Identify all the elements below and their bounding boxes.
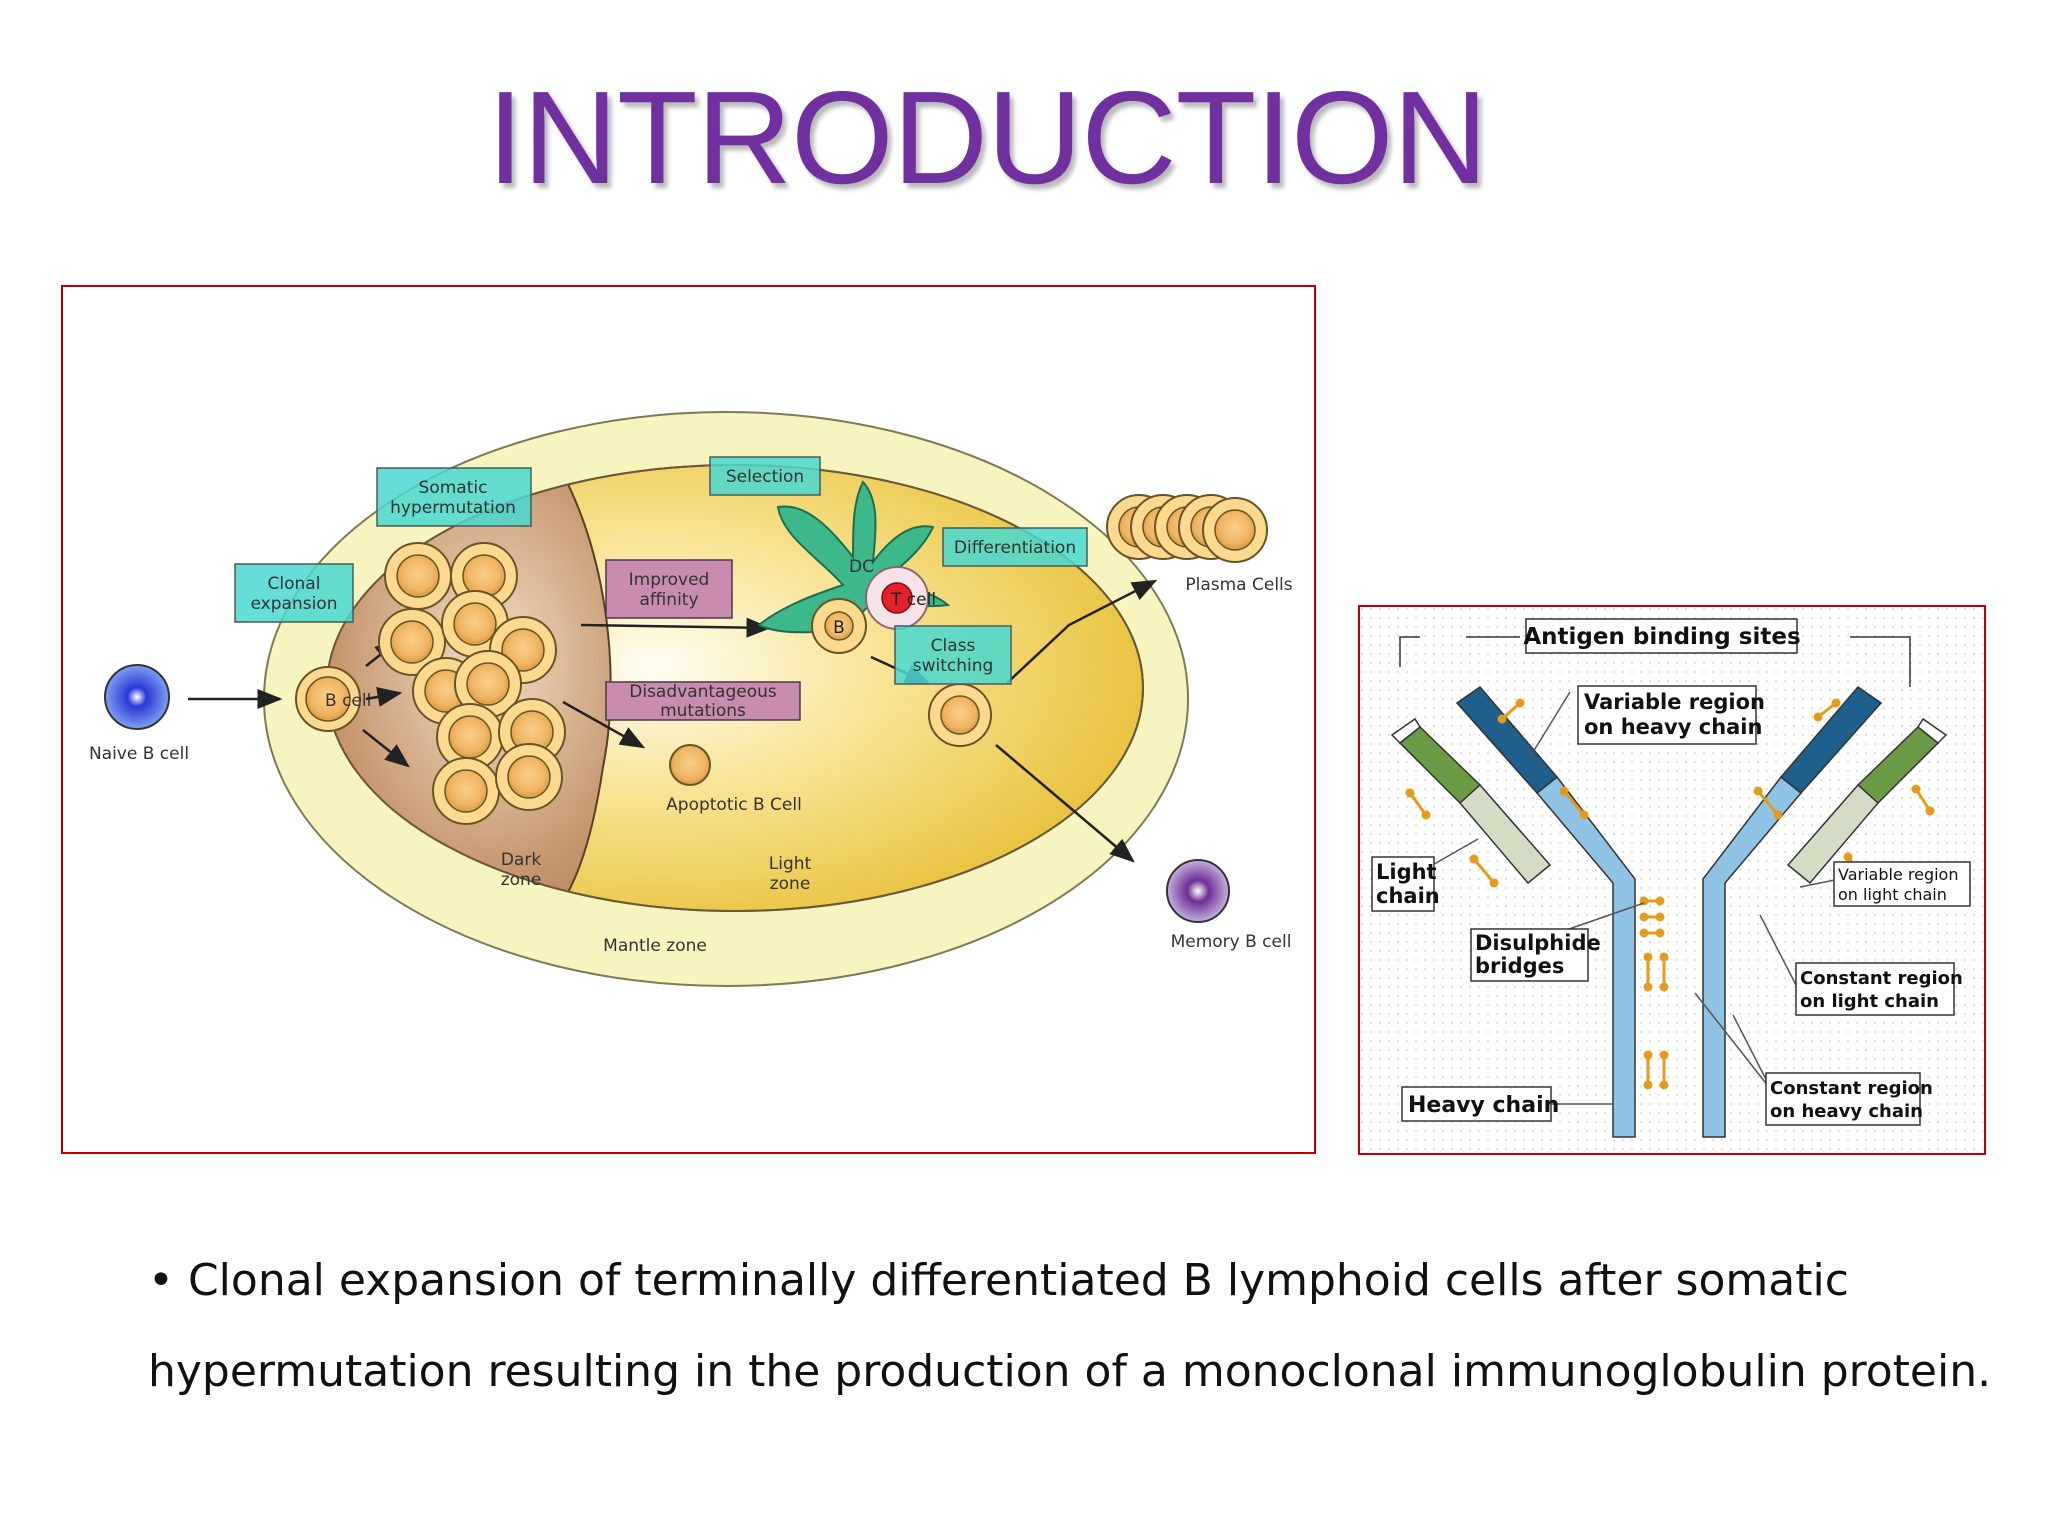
- bullet-text-1: Clonal expansion of terminally different…: [187, 1255, 1849, 1306]
- clonal-expansion-box: Clonal expansion: [234, 563, 354, 623]
- light-chain-right: [1786, 717, 1948, 885]
- svg-text:Light: Light: [1376, 860, 1437, 884]
- dc-label: DC: [849, 557, 874, 577]
- selection-box: Selection: [709, 456, 821, 496]
- svg-text:affinity: affinity: [639, 590, 698, 610]
- svg-text:mutations: mutations: [660, 701, 746, 721]
- svg-text:Heavy chain: Heavy chain: [1408, 1093, 1559, 1118]
- light-chain-left: [1390, 717, 1552, 885]
- svg-text:switching: switching: [913, 656, 994, 676]
- plasma-cells-icon: [1106, 494, 1268, 563]
- svg-text:Constant region: Constant region: [1770, 1078, 1933, 1099]
- class-switching-box: Class switching: [894, 625, 1012, 685]
- antibody-diagram: Antigen binding sites Variable region on…: [1360, 607, 1984, 1153]
- improved-affinity-box: Improved affinity: [605, 559, 733, 619]
- slide-title: INTRODUCTION: [487, 64, 1488, 211]
- constant-region-light-label: Constant region on light chain: [1795, 962, 1963, 1016]
- dark-zone-label-1: Dark: [501, 850, 541, 870]
- b-cell-label: B cell: [325, 691, 371, 711]
- svg-text:Disulphide: Disulphide: [1475, 931, 1601, 955]
- antibody-structure-figure: Antigen binding sites Variable region on…: [1358, 605, 1986, 1155]
- naive-b-cell-icon: [104, 664, 170, 730]
- variable-region-heavy-label: Variable region on heavy chain: [1577, 685, 1765, 745]
- memory-b-cell-label: Memory B cell: [1171, 932, 1292, 952]
- svg-text:Antigen binding sites: Antigen binding sites: [1523, 624, 1800, 650]
- svg-text:chain: chain: [1376, 884, 1440, 908]
- svg-text:Clonal: Clonal: [268, 574, 321, 594]
- somatic-hypermutation-box: Somatic hypermutation: [376, 467, 532, 527]
- svg-text:on light chain: on light chain: [1800, 991, 1939, 1012]
- memory-b-cell-icon: [1166, 859, 1230, 923]
- bullet-mark: •: [148, 1255, 174, 1306]
- heavy-chain-right: [1702, 685, 1883, 1138]
- proliferating-b-cells: [378, 542, 566, 825]
- svg-text:bridges: bridges: [1475, 954, 1564, 978]
- svg-text:expansion: expansion: [251, 594, 338, 614]
- svg-text:on heavy chain: on heavy chain: [1584, 715, 1762, 739]
- svg-text:on light chain: on light chain: [1838, 885, 1947, 904]
- svg-text:Improved: Improved: [629, 570, 710, 590]
- heavy-chain-label: Heavy chain: [1401, 1086, 1559, 1122]
- light-zone-label-1: Light: [769, 854, 812, 874]
- naive-b-cell-label: Naive B cell: [89, 744, 189, 764]
- apoptotic-b-cell-icon: [669, 744, 711, 786]
- svg-text:Constant region: Constant region: [1800, 968, 1963, 989]
- bullet-line-1: • Clonal expansion of terminally differe…: [148, 1255, 1968, 1306]
- antigen-binding-sites-label: Antigen binding sites: [1523, 618, 1801, 654]
- svg-text:Selection: Selection: [726, 467, 804, 487]
- svg-text:Differentiation: Differentiation: [954, 538, 1076, 558]
- bullet-line-2: hypermutation resulting in the productio…: [148, 1346, 1992, 1397]
- b-label: B: [833, 618, 845, 638]
- svg-text:Variable region: Variable region: [1838, 865, 1958, 884]
- t-cell-label: T cell: [890, 590, 936, 610]
- apoptotic-b-cell-label: Apoptotic B Cell: [666, 795, 802, 815]
- germinal-center-figure: Naive B cell B cell Apoptotic B Cell DC …: [61, 285, 1316, 1154]
- variable-region-light-label: Variable region on light chain: [1833, 861, 1971, 907]
- differentiation-box: Differentiation: [942, 527, 1088, 567]
- disadvantageous-mutations-box: Disadvantageous mutations: [605, 681, 801, 721]
- svg-text:hypermutation: hypermutation: [390, 498, 516, 518]
- mantle-zone-label: Mantle zone: [603, 936, 707, 956]
- svg-text:Somatic: Somatic: [419, 478, 488, 498]
- svg-text:Variable region: Variable region: [1584, 690, 1765, 714]
- plasma-cells-label: Plasma Cells: [1185, 575, 1292, 595]
- b-cell-icon: [295, 666, 361, 732]
- light-chain-label: Light chain: [1371, 856, 1440, 912]
- dark-zone-label-2: zone: [501, 870, 542, 890]
- germinal-center-diagram: Naive B cell B cell Apoptotic B Cell DC …: [89, 411, 1293, 987]
- svg-text:Class: Class: [931, 636, 976, 656]
- heavy-chain-left: [1455, 685, 1636, 1138]
- light-zone-label-2: zone: [770, 874, 811, 894]
- svg-text:on heavy chain: on heavy chain: [1770, 1101, 1923, 1122]
- constant-region-heavy-label: Constant region on heavy chain: [1765, 1072, 1933, 1126]
- svg-text:Disadvantageous: Disadvantageous: [629, 682, 777, 702]
- disulphide-bridges: [1405, 698, 1935, 1090]
- disulphide-bridges-label: Disulphide bridges: [1470, 928, 1601, 982]
